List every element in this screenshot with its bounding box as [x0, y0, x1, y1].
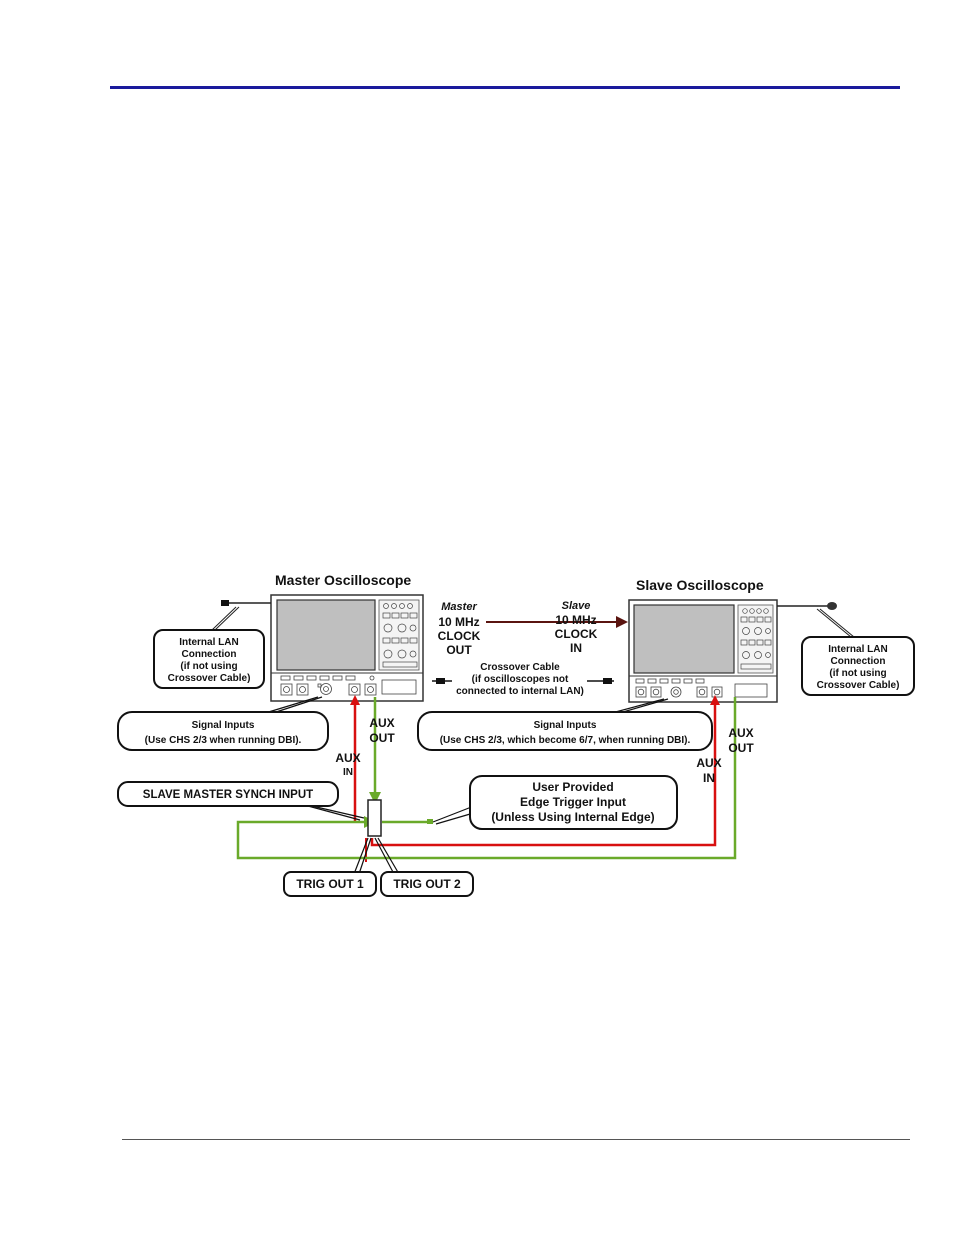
trig-out-1-callout: TRIG OUT 1: [283, 837, 377, 897]
crossover-cable: [432, 678, 614, 684]
signal-master-callout: Signal Inputs(Use CHS 2/3 when running D…: [117, 696, 329, 751]
master-screen: [276, 599, 376, 671]
footer-rule: [122, 1139, 910, 1140]
lan-cable-slave: [777, 602, 855, 638]
svg-text:SLAVE MASTER SYNCH INPUT: SLAVE MASTER SYNCH INPUT: [143, 789, 313, 801]
svg-text:Master: Master: [441, 601, 477, 613]
header-rule: [110, 86, 900, 89]
signal-slave-callout: Signal Inputs(Use CHS 2/3, which become …: [417, 698, 713, 751]
svg-text:TRIG OUT 2: TRIG OUT 2: [393, 877, 461, 891]
master-oscilloscope: [270, 594, 424, 702]
svg-text:TRIG OUT 1: TRIG OUT 1: [296, 877, 364, 891]
lan-cable-master: [211, 600, 271, 631]
t-connector: [367, 799, 382, 837]
master-title: Master Oscilloscope: [275, 572, 411, 588]
svg-text:Slave: Slave: [562, 600, 591, 612]
trig-out-2-callout: TRIG OUT 2: [374, 837, 474, 897]
svg-text:Signal Inputs(Use CHS 2/3, whi: Signal Inputs(Use CHS 2/3, which become …: [440, 720, 691, 746]
slave-screen: [633, 604, 735, 674]
slave-master-synch-callout: SLAVE MASTER SYNCH INPUT: [117, 781, 365, 821]
aux-out-wiring: [236, 697, 737, 860]
slave-oscilloscope: [628, 599, 778, 703]
svg-text:Signal Inputs(Use CHS 2/3 when: Signal Inputs(Use CHS 2/3 when running D…: [145, 720, 302, 746]
slave-title: Slave Oscilloscope: [636, 577, 764, 593]
